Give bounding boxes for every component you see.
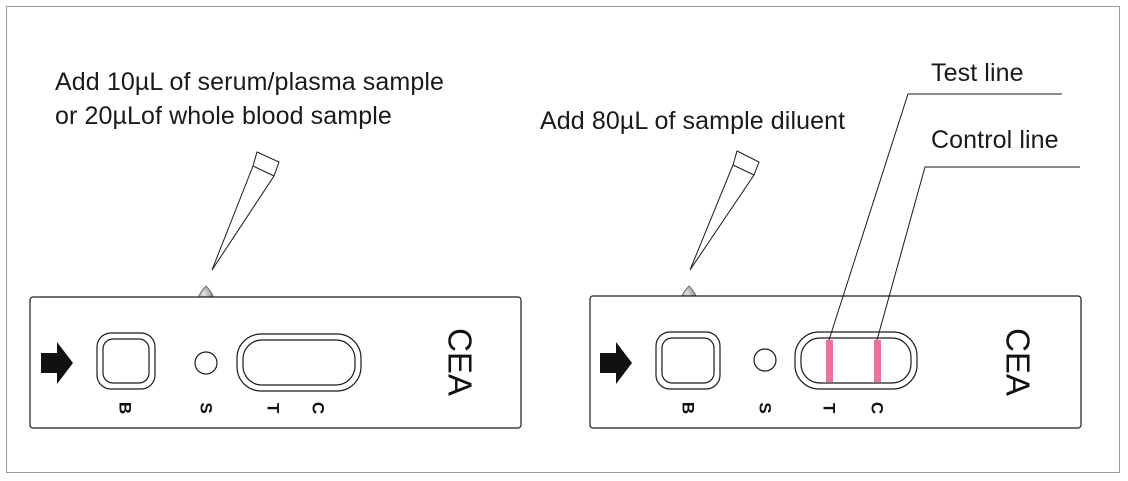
control-line-band xyxy=(874,340,881,382)
step2-cassette-label: CEA xyxy=(1000,328,1037,396)
step2-label-s: S xyxy=(756,402,775,413)
pipette-tip-icon xyxy=(211,151,280,271)
control-line-leader xyxy=(876,166,1080,341)
step1-label-c: C xyxy=(309,402,328,414)
step2-instruction: Add 80µL of sample diluent xyxy=(540,107,846,135)
step1-instruction-line2: or 20µLof whole blood sample xyxy=(55,102,392,130)
control-line-callout-label: Control line xyxy=(931,126,1059,154)
sample-well-s xyxy=(753,348,777,372)
step1-label-s: S xyxy=(197,402,216,413)
step2-label-b: B xyxy=(679,402,698,414)
step1-instruction-line1: Add 10µL of serum/plasma sample xyxy=(55,68,444,96)
step2-cassette xyxy=(589,295,1082,429)
step1-label-t: T xyxy=(264,403,283,414)
pipette-tip-icon xyxy=(689,150,760,271)
buffer-well-b xyxy=(96,332,156,390)
result-window xyxy=(794,331,918,390)
step1-label-b: B xyxy=(116,402,135,414)
step2-label-c: C xyxy=(868,402,887,414)
test-line-band xyxy=(826,340,833,382)
arrow-right-icon xyxy=(41,342,73,384)
sample-well-s xyxy=(194,351,218,375)
step1-cassette-label: CEA xyxy=(442,328,479,396)
step2-label-t: T xyxy=(820,403,839,414)
step1-cassette xyxy=(29,296,522,429)
test-line-callout-label: Test line xyxy=(931,59,1024,87)
figure-frame xyxy=(6,6,1120,473)
buffer-well-b xyxy=(655,331,721,390)
result-window xyxy=(236,333,362,392)
test-line-leader xyxy=(828,93,1062,341)
arrow-right-icon xyxy=(600,342,632,384)
